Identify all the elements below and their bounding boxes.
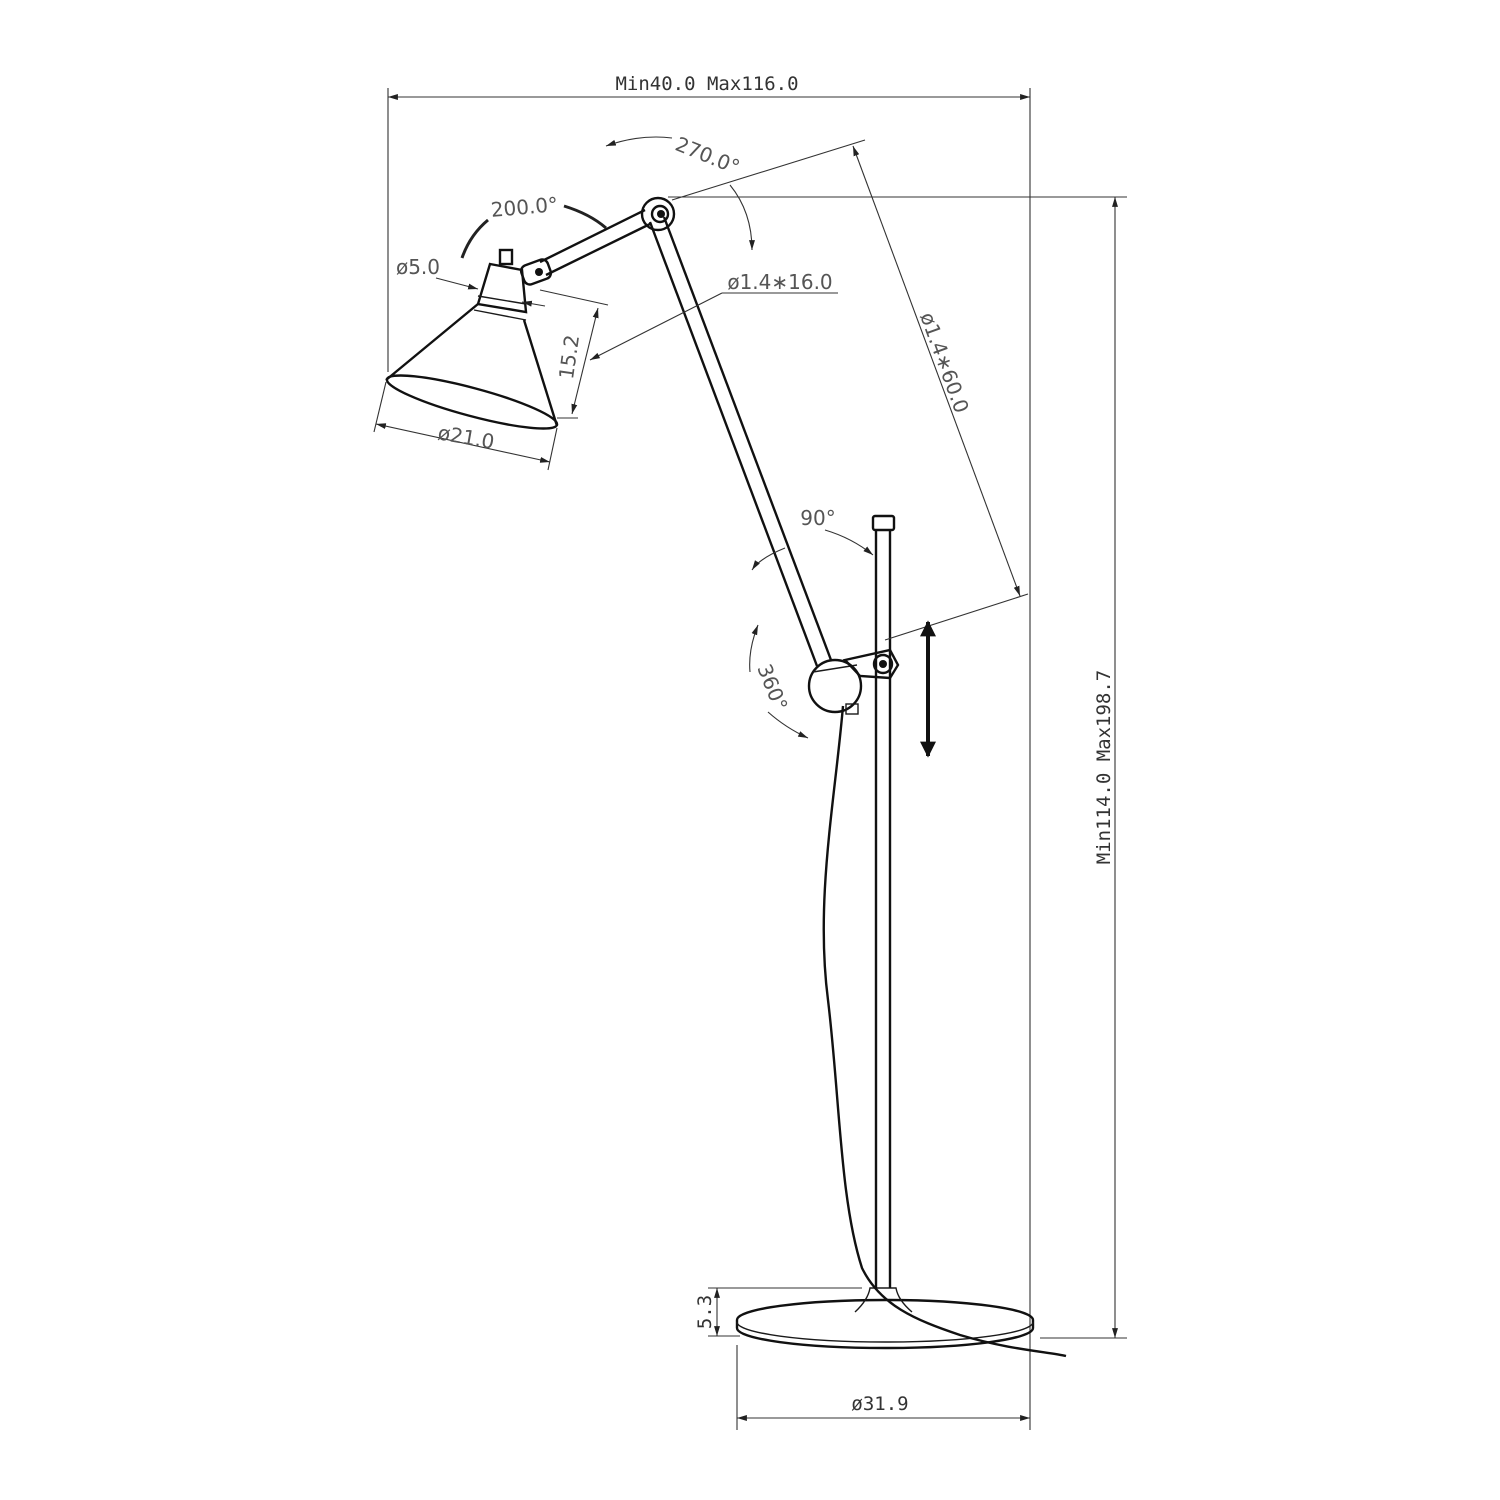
shade-joint-rotation-label: 200.0° xyxy=(490,192,559,222)
shade-diameter-dimension: ø21.0 xyxy=(373,381,558,471)
shade-joint xyxy=(519,258,553,286)
shade-diameter-label: ø21.0 xyxy=(436,420,496,453)
top-joint-rotation: 270.0° xyxy=(605,132,755,251)
base-swivel-rotation-label: 360° xyxy=(752,661,792,715)
lamp-pole xyxy=(871,514,896,1288)
width-range-label: Min40.0 Max116.0 xyxy=(615,73,798,95)
shade-joint-rotation: 200.0° xyxy=(460,192,607,259)
base-height-label: 5.3 xyxy=(694,1295,716,1329)
top-joint xyxy=(640,196,676,232)
socket-diameter-label: ø5.0 xyxy=(396,255,440,279)
pole-clamp-joint xyxy=(807,648,900,715)
base-height-dimension: 5.3 xyxy=(694,1287,862,1337)
width-dimension: Min40.0 Max116.0 xyxy=(387,73,1031,1430)
lower-arm-dimension: ø1.4∗60.0 xyxy=(671,139,1029,641)
shade-height-label: 15.2 xyxy=(554,333,584,380)
base-diameter-dimension: ø31.9 xyxy=(736,1345,1030,1430)
base-diameter-label: ø31.9 xyxy=(851,1393,908,1415)
power-cord xyxy=(822,705,1067,1358)
lower-arm-label: ø1.4∗60.0 xyxy=(915,309,974,416)
upper-arm-dimension: ø1.4∗16.0 xyxy=(589,270,838,361)
socket-diameter-dimension: ø5.0 xyxy=(396,255,546,307)
lamp-base xyxy=(735,1287,1035,1350)
shade-height-dimension: 15.2 xyxy=(539,289,609,419)
upper-arm xyxy=(539,208,651,277)
base-swivel-rotation: 360° xyxy=(749,624,809,739)
upper-arm-label: ø1.4∗16.0 xyxy=(727,270,832,294)
height-dimension: Min114.0 Max198.7 xyxy=(668,196,1127,1339)
lower-arm xyxy=(648,216,833,667)
top-joint-rotation-label: 270.0° xyxy=(672,132,743,179)
height-range-label: Min114.0 Max198.7 xyxy=(1093,670,1115,864)
arm-pivot-rotation: 90° xyxy=(751,506,874,571)
arm-pivot-rotation-label: 90° xyxy=(800,506,835,530)
lamp-shade xyxy=(385,248,559,430)
